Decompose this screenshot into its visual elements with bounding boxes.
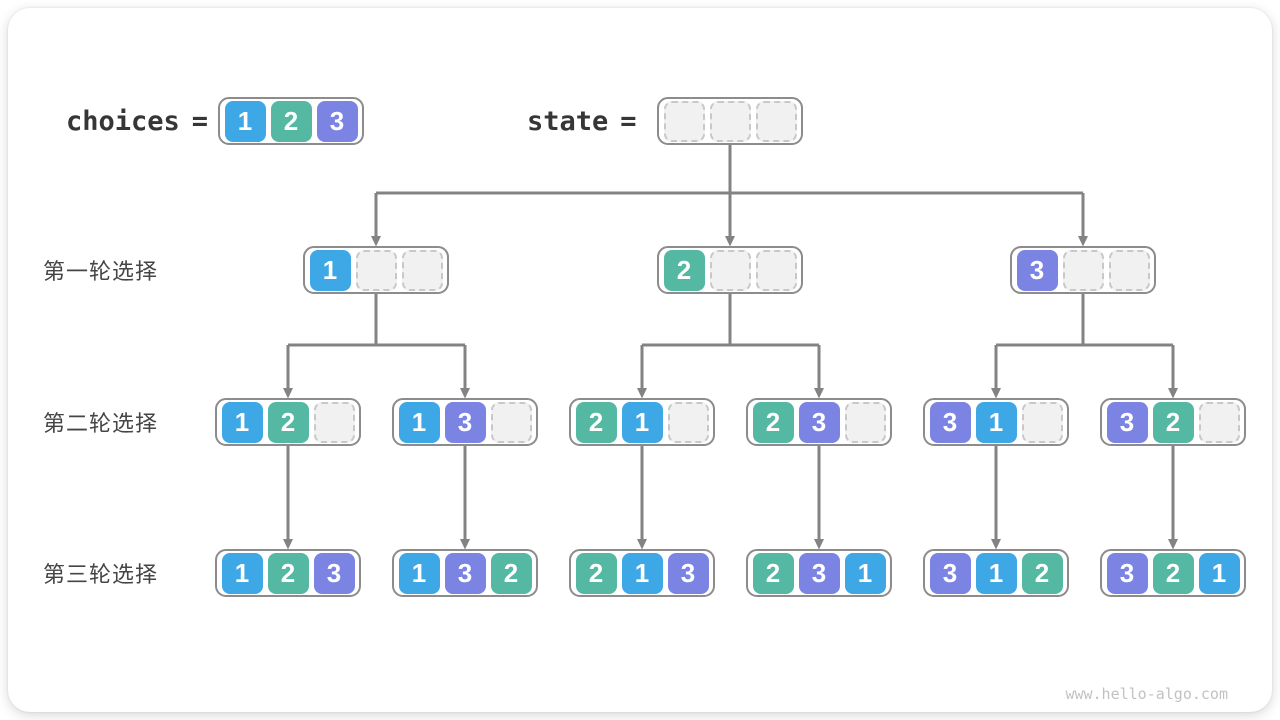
state-array-box <box>657 97 803 145</box>
empty-cell <box>1198 401 1240 443</box>
empty-cell <box>1021 401 1063 443</box>
value-cell-3: 3 <box>1106 401 1148 443</box>
empty-cell <box>667 401 709 443</box>
state-label: state = <box>527 97 637 145</box>
choices-label-text: choices <box>66 105 180 137</box>
empty-cell <box>755 100 797 142</box>
empty-cell <box>1062 249 1104 291</box>
value-cell-2: 2 <box>663 249 705 291</box>
value-cell-3: 3 <box>316 100 358 142</box>
value-cell-3: 3 <box>798 401 840 443</box>
value-cell-2: 2 <box>1021 552 1063 594</box>
empty-cell <box>755 249 797 291</box>
value-cell-3: 3 <box>444 552 486 594</box>
equals-sign: = <box>191 105 209 137</box>
empty-cell <box>709 100 751 142</box>
choices-label: choices = <box>66 97 208 145</box>
round-1-box: 2 <box>657 246 803 294</box>
equals-sign: = <box>620 105 637 137</box>
round-2-label: 第二轮选择 <box>43 411 159 436</box>
value-cell-2: 2 <box>490 552 532 594</box>
value-cell-1: 1 <box>398 552 440 594</box>
empty-cell <box>709 249 751 291</box>
value-cell-2: 2 <box>267 552 309 594</box>
value-cell-3: 3 <box>798 552 840 594</box>
value-cell-1: 1 <box>844 552 886 594</box>
watermark: www.hello-algo.com <box>1065 685 1228 703</box>
empty-cell <box>401 249 443 291</box>
state-label-text: state <box>527 105 609 137</box>
value-cell-1: 1 <box>398 401 440 443</box>
value-cell-2: 2 <box>270 100 312 142</box>
empty-cell <box>663 100 705 142</box>
value-cell-3: 3 <box>444 401 486 443</box>
value-cell-2: 2 <box>752 401 794 443</box>
value-cell-1: 1 <box>1198 552 1240 594</box>
round-1-box: 1 <box>303 246 449 294</box>
empty-cell <box>355 249 397 291</box>
round-1-box: 3 <box>1010 246 1156 294</box>
tree-connector-arrows <box>283 145 1178 550</box>
value-cell-2: 2 <box>1152 401 1194 443</box>
value-cell-3: 3 <box>1016 249 1058 291</box>
value-cell-3: 3 <box>1106 552 1148 594</box>
empty-cell <box>844 401 886 443</box>
value-cell-2: 2 <box>575 401 617 443</box>
value-cell-1: 1 <box>621 401 663 443</box>
value-cell-2: 2 <box>267 401 309 443</box>
value-cell-1: 1 <box>221 552 263 594</box>
round-3-label: 第三轮选择 <box>43 562 159 587</box>
empty-cell <box>490 401 532 443</box>
empty-cell <box>1108 249 1150 291</box>
value-cell-3: 3 <box>313 552 355 594</box>
empty-cell <box>313 401 355 443</box>
value-cell-1: 1 <box>621 552 663 594</box>
round-1-label: 第一轮选择 <box>43 259 159 284</box>
value-cell-1: 1 <box>309 249 351 291</box>
value-cell-3: 3 <box>929 401 971 443</box>
value-cell-3: 3 <box>929 552 971 594</box>
value-cell-1: 1 <box>224 100 266 142</box>
value-cell-2: 2 <box>752 552 794 594</box>
value-cell-2: 2 <box>1152 552 1194 594</box>
value-cell-1: 1 <box>975 401 1017 443</box>
value-cell-1: 1 <box>221 401 263 443</box>
value-cell-3: 3 <box>667 552 709 594</box>
value-cell-1: 1 <box>975 552 1017 594</box>
value-cell-2: 2 <box>575 552 617 594</box>
